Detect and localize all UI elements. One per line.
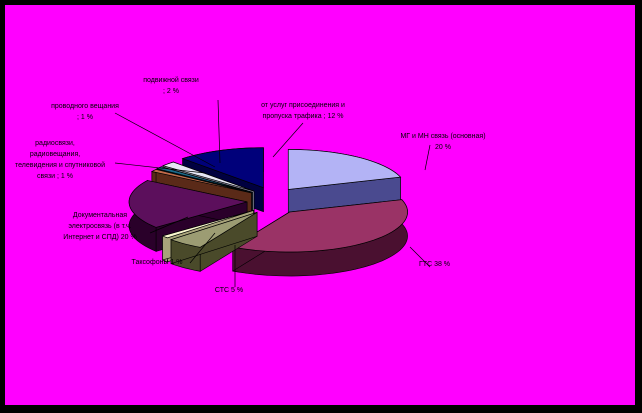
pie-chart: МГ и МН связь (основная) 20 % ГТС 38 % С…	[15, 76, 486, 294]
slice-1	[231, 199, 408, 253]
slice-3	[161, 210, 254, 239]
label-sts: СТС 5 %	[215, 287, 243, 294]
label-join-2: пропуска трафика ; 12 %	[263, 113, 344, 120]
label-wire-1: проводного вещания	[51, 103, 119, 110]
label-radio-2: радиовещания,	[30, 151, 80, 158]
label-radio-3: телевидения и спутниковой	[15, 161, 105, 169]
slice-8	[181, 147, 264, 189]
slice-0	[287, 149, 402, 190]
label-mobile-1: подвижной связи	[143, 76, 199, 84]
label-radio-4: связи ; 1 %	[37, 173, 73, 180]
label-join-1: от услуг присоединения и	[261, 102, 345, 109]
slice-5	[150, 169, 252, 194]
label-radio-1: радиосвязи,	[35, 140, 75, 147]
slice-2	[169, 211, 258, 248]
label-mobile-2: ; 2 %	[163, 88, 179, 95]
label-doc-3: Интернет и СПД) 20 %	[63, 234, 136, 241]
label-wire-2: ; 1 %	[77, 114, 93, 121]
slice-4	[128, 180, 248, 228]
pie-slices	[128, 147, 408, 277]
label-mg-mn-1: МГ и МН связь (основная)	[400, 133, 485, 140]
label-gts: ГТС 38 %	[419, 261, 450, 268]
slice-7	[162, 161, 255, 192]
leader-lines	[114, 99, 431, 287]
label-taxofon: Таксофоны 1 %	[131, 259, 182, 266]
label-mg-mn-2: 20 %	[435, 144, 451, 151]
label-doc-1: Документальная	[73, 212, 127, 219]
label-doc-2: электросвязь (в т.ч.	[68, 223, 131, 230]
chart-frame: МГ и МН связь (основная) 20 % ГТС 38 % С…	[5, 5, 635, 405]
